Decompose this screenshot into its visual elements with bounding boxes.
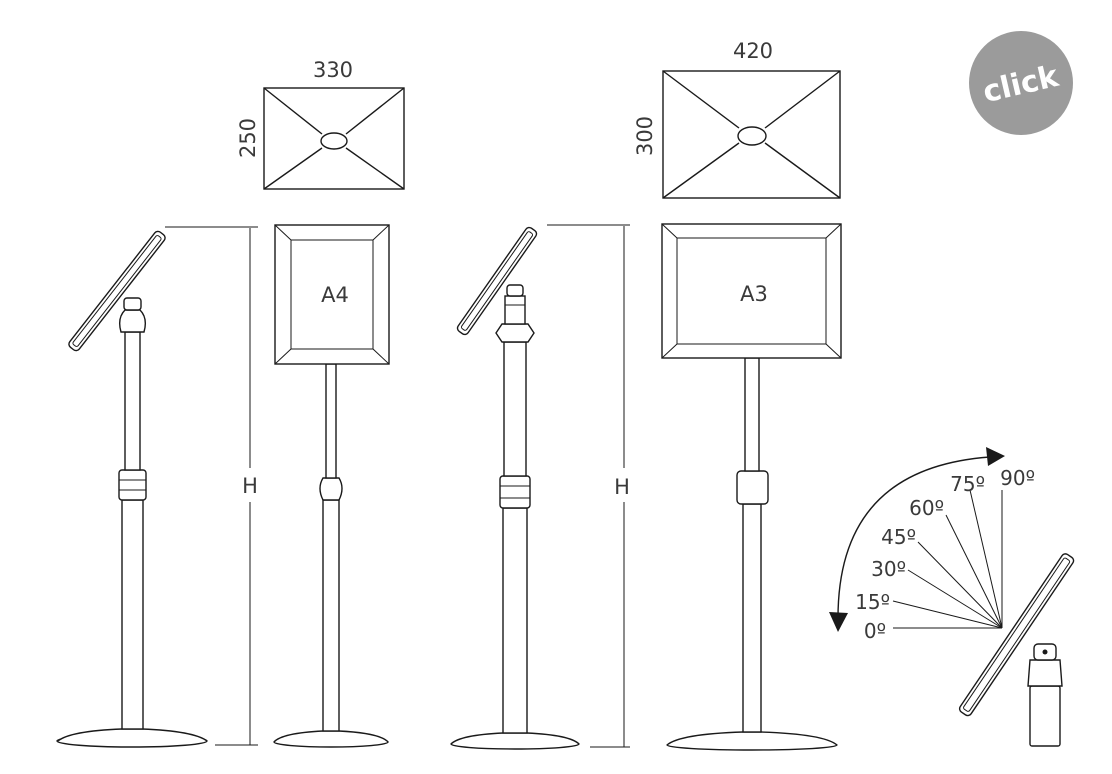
a3-side-lower-pole [502, 507, 528, 734]
a3-front-upper-pole [744, 357, 760, 472]
mini-stand-pole [1029, 685, 1061, 747]
a4-stand-front-view [273, 224, 390, 748]
height-label-1: H [242, 474, 258, 498]
click-badge-circle[interactable] [969, 31, 1073, 135]
a3-front-frame [661, 223, 842, 359]
angle-label-45: 45º [881, 525, 916, 549]
a4-front-lower-pole [322, 499, 340, 732]
click-badge[interactable]: click [969, 31, 1073, 135]
a3-top-view [662, 70, 841, 199]
a3-front-lower-pole [742, 503, 762, 733]
a3-side-frame [456, 226, 538, 336]
a3-side-upper-pole [503, 341, 527, 477]
a3-side-base [450, 732, 580, 745]
a4-side-collar [118, 469, 147, 501]
a4-side-upper-pole [124, 331, 141, 471]
a3-frame-label: A3 [740, 282, 768, 306]
a4-mount-hub [320, 132, 348, 150]
a3-side-tilt-joint [495, 323, 535, 343]
a4-height-label: 250 [236, 118, 260, 158]
a4-stand-side-view [56, 230, 208, 748]
a3-side-collar [499, 475, 531, 509]
angle-label-15: 15º [855, 590, 890, 614]
angle-label-90: 90º [1000, 466, 1035, 490]
a4-top-view [263, 87, 405, 190]
a3-front-poster-area [676, 237, 827, 345]
a4-front-poster-area [290, 239, 374, 350]
a3-stand-front-view [661, 223, 842, 751]
angle-label-60: 60º [909, 496, 944, 520]
angle-label-0: 0º [864, 619, 886, 643]
a4-side-frame [68, 230, 166, 352]
a4-side-tilt-joint [118, 309, 147, 333]
angle-label-30: 30º [871, 557, 906, 581]
a4-front-frame [274, 224, 390, 365]
height-label-2: H [614, 475, 630, 499]
tilt-arc [837, 456, 991, 619]
arrow-0-icon [829, 612, 848, 632]
arrow-90-icon [986, 447, 1005, 466]
angle-label-75: 75º [950, 472, 985, 496]
a4-front-collar [319, 477, 343, 501]
a3-width-label: 420 [733, 39, 773, 63]
a3-mount-hub [737, 126, 767, 146]
a3-stand-side-view [450, 226, 580, 750]
height-dimension-2 [547, 224, 630, 748]
mini-stand-frame [958, 553, 1075, 717]
tilt-angle-diagram [829, 447, 1075, 747]
a3-front-collar [736, 470, 769, 505]
a4-width-label: 330 [313, 58, 353, 82]
a4-front-upper-pole [325, 363, 337, 479]
a3-front-base [666, 731, 838, 746]
height-dimension-1 [165, 226, 258, 746]
a4-side-lower-pole [121, 499, 144, 730]
a3-height-label: 300 [633, 116, 657, 156]
a4-front-base [273, 730, 389, 743]
a4-frame-label: A4 [321, 283, 349, 307]
